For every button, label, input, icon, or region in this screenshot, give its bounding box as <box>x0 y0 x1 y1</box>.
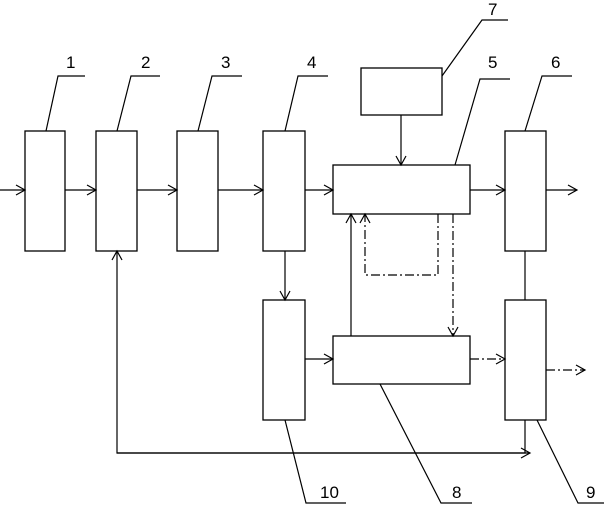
label-2: 2 <box>141 53 150 72</box>
label-6: 6 <box>551 53 560 72</box>
arrow-4-to-5 <box>305 184 335 196</box>
leader-10: 10 <box>284 419 346 504</box>
arrow-7-to-5 <box>395 115 407 167</box>
input-arrow <box>0 184 27 196</box>
block-3 <box>176 130 219 252</box>
arrow-8-to-5 <box>345 212 357 336</box>
output-arrow-6 <box>546 184 579 196</box>
leader-8: 8 <box>379 383 472 504</box>
arrow-2-to-3 <box>137 184 179 196</box>
label-10: 10 <box>320 483 339 502</box>
block-6 <box>504 130 547 252</box>
label-4: 4 <box>307 53 316 72</box>
block-4 <box>262 130 306 252</box>
arrow-5-to-6 <box>470 184 507 196</box>
arrow-4-to-10 <box>279 251 291 302</box>
leader-4: 4 <box>284 53 328 132</box>
feedback-arrow-to-9-bottom <box>117 447 532 459</box>
label-5: 5 <box>488 53 497 72</box>
arrow-3-to-4 <box>218 184 265 196</box>
block-8 <box>332 335 471 385</box>
label-9: 9 <box>586 483 595 502</box>
block-1 <box>24 130 66 252</box>
arrow-1-to-2 <box>65 184 98 196</box>
label-7: 7 <box>488 0 497 19</box>
block-9 <box>504 299 547 421</box>
leader-3: 3 <box>197 53 242 132</box>
block-10 <box>262 299 306 421</box>
dashdot-loop-5 <box>359 212 439 276</box>
leader-9: 9 <box>536 419 604 504</box>
dashdot-output-9 <box>546 364 587 376</box>
block-5 <box>332 164 471 215</box>
label-1: 1 <box>66 53 75 72</box>
block-7 <box>360 67 443 116</box>
dashdot-5-to-8 <box>447 214 459 338</box>
leader-6: 6 <box>524 53 572 132</box>
leader-7: 7 <box>441 0 508 77</box>
leader-5: 5 <box>454 53 510 166</box>
leader-2: 2 <box>116 53 160 132</box>
label-8: 8 <box>452 483 461 502</box>
label-3: 3 <box>221 53 230 72</box>
block-2 <box>95 130 138 252</box>
dashdot-8-to-9 <box>470 353 507 365</box>
arrow-10-to-8 <box>305 353 335 365</box>
leader-1: 1 <box>45 53 85 132</box>
